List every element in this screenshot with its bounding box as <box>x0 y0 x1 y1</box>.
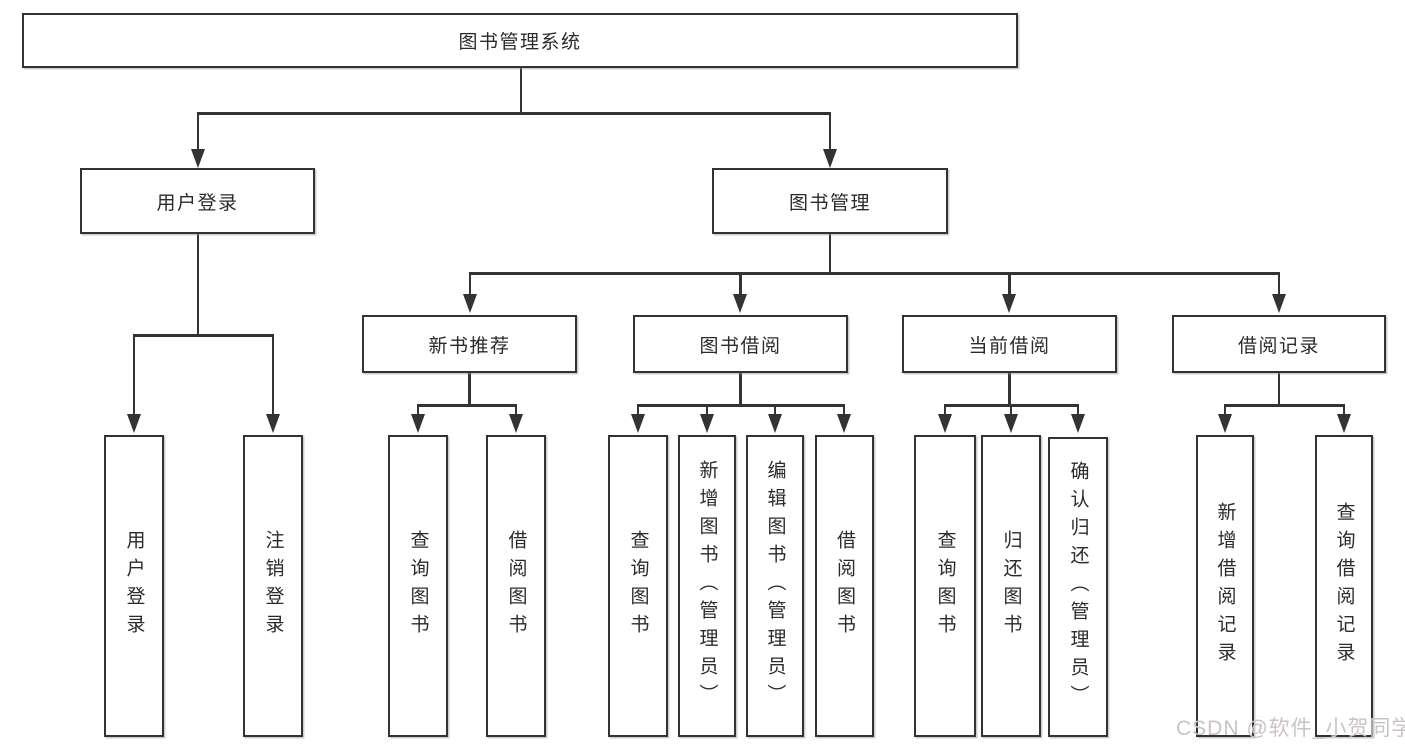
arrowhead-down-icon <box>266 414 280 433</box>
connector-line <box>469 272 1280 275</box>
arrowhead-down-icon <box>938 414 952 433</box>
connector-line <box>1008 272 1011 295</box>
arrowhead-down-icon <box>1272 294 1286 313</box>
connector-line <box>828 112 832 150</box>
arrowhead-down-icon <box>411 414 425 433</box>
connector-line <box>636 404 640 415</box>
connector-line <box>196 234 200 336</box>
connector-line <box>468 373 471 406</box>
connector-line <box>468 272 472 295</box>
connector-line <box>638 404 844 407</box>
node-root-library-system: 图书管理系统 <box>22 13 1018 68</box>
leaf-current-query-books: 查询图书 <box>914 435 976 737</box>
leaf-borrow-edit-books-admin: 编辑图书（管理员） <box>746 435 804 737</box>
connector-line <box>1008 373 1011 406</box>
node-book-borrowing: 图书借阅 <box>633 315 848 373</box>
connector-line <box>196 112 200 150</box>
arrowhead-down-icon <box>463 294 477 313</box>
leaf-records-query-record: 查询借阅记录 <box>1315 435 1373 737</box>
connector-line <box>519 68 523 114</box>
arrowhead-down-icon <box>837 414 851 433</box>
connector-line <box>1225 404 1344 407</box>
arrowhead-down-icon <box>1337 414 1351 433</box>
connector-line <box>943 404 947 415</box>
leaf-borrow-borrow-books: 借阅图书 <box>815 435 874 737</box>
leaf-current-return-books: 归还图书 <box>981 435 1041 737</box>
arrowhead-down-icon <box>127 414 141 433</box>
arrowhead-down-icon <box>733 294 747 313</box>
leaf-newbook-borrow-books: 借阅图书 <box>486 435 546 737</box>
arrowhead-down-icon <box>509 414 523 433</box>
connector-line <box>271 334 275 415</box>
node-borrowing-records: 借阅记录 <box>1172 315 1386 373</box>
connector-line <box>1277 272 1281 295</box>
connector-line <box>1076 404 1080 415</box>
node-new-book-recommendation: 新书推荐 <box>362 315 577 373</box>
connector-line <box>828 234 832 274</box>
connector-line <box>842 404 846 415</box>
connector-line <box>418 404 516 407</box>
arrowhead-down-icon <box>1002 294 1016 313</box>
arrowhead-down-icon <box>1004 414 1018 433</box>
leaf-logout: 注销登录 <box>243 435 303 737</box>
connector-line <box>132 334 136 415</box>
node-user-login: 用户登录 <box>80 168 315 234</box>
connector-line <box>133 334 274 337</box>
connector-line <box>739 373 742 406</box>
watermark: CSDN @软件_小贺同学 <box>1176 717 1405 740</box>
connector-line <box>1009 404 1013 415</box>
connector-line <box>197 112 830 115</box>
leaf-borrow-add-books-admin: 新增图书（管理员） <box>678 435 736 737</box>
leaf-newbook-query-books: 查询图书 <box>388 435 448 737</box>
arrowhead-down-icon <box>1218 414 1232 433</box>
connector-line <box>1277 373 1281 406</box>
leaf-user-login: 用户登录 <box>104 435 164 737</box>
node-book-management: 图书管理 <box>712 168 948 234</box>
arrowhead-down-icon <box>823 149 837 168</box>
leaf-records-add-record: 新增借阅记录 <box>1196 435 1254 737</box>
leaf-borrow-query-books: 查询图书 <box>608 435 668 737</box>
connector-line <box>514 404 518 415</box>
arrowhead-down-icon <box>191 149 205 168</box>
arrowhead-down-icon <box>700 414 714 433</box>
arrowhead-down-icon <box>1071 414 1085 433</box>
connector-line <box>416 404 420 415</box>
arrowhead-down-icon <box>768 414 782 433</box>
connector-line <box>705 404 709 415</box>
node-current-borrowing: 当前借阅 <box>902 315 1117 373</box>
connector-line <box>739 272 742 295</box>
arrowhead-down-icon <box>631 414 645 433</box>
connector-line <box>773 404 777 415</box>
leaf-current-confirm-return-admin: 确认归还（管理员） <box>1048 437 1108 737</box>
connector-line <box>1223 404 1227 415</box>
connector-line <box>1342 404 1346 415</box>
